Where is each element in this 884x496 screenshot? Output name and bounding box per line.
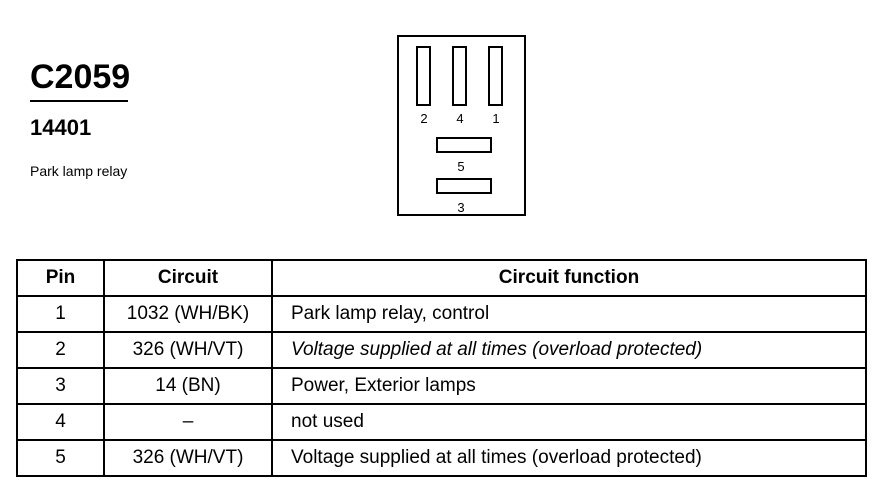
table-row: 4 – not used	[16, 403, 867, 441]
table-row: 3 14 (BN) Power, Exterior lamps	[16, 367, 867, 405]
table-row: 1 1032 (WH/BK) Park lamp relay, control	[16, 295, 867, 333]
column-header-circuit: Circuit	[103, 259, 273, 297]
pin-cell: 4	[16, 403, 105, 441]
function-cell: Voltage supplied at all times (overload …	[271, 439, 867, 477]
terminal-3	[436, 178, 492, 194]
column-header-function: Circuit function	[271, 259, 867, 297]
pin-cell: 2	[16, 331, 105, 369]
terminal-4	[452, 46, 467, 106]
function-cell: Power, Exterior lamps	[271, 367, 867, 405]
circuit-cell: –	[103, 403, 273, 441]
terminal-label-5: 5	[457, 159, 465, 174]
pin-cell: 1	[16, 295, 105, 333]
connector-id: C2059	[30, 58, 131, 96]
connector-id-underline	[30, 100, 128, 102]
terminal-1	[488, 46, 503, 106]
table-row: 2 326 (WH/VT) Voltage supplied at all ti…	[16, 331, 867, 369]
terminal-label-1: 1	[492, 111, 500, 126]
circuit-cell: 1032 (WH/BK)	[103, 295, 273, 333]
table-row: 5 326 (WH/VT) Voltage supplied at all ti…	[16, 439, 867, 477]
function-cell: Voltage supplied at all times (overload …	[271, 331, 867, 369]
connector-face-diagram: 2 4 1 5 3	[397, 35, 526, 216]
terminal-2	[416, 46, 431, 106]
circuit-cell: 14 (BN)	[103, 367, 273, 405]
column-header-pin: Pin	[16, 259, 105, 297]
terminal-label-2: 2	[420, 111, 428, 126]
terminal-label-4: 4	[456, 111, 464, 126]
pinout-table: Pin Circuit Circuit function 1 1032 (WH/…	[16, 259, 867, 477]
circuit-cell: 326 (WH/VT)	[103, 331, 273, 369]
pin-cell: 3	[16, 367, 105, 405]
terminal-5	[436, 137, 492, 153]
connector-description: Park lamp relay	[30, 163, 128, 179]
terminal-label-3: 3	[457, 200, 465, 215]
table-header-row: Pin Circuit Circuit function	[16, 259, 867, 297]
function-cell: Park lamp relay, control	[271, 295, 867, 333]
circuit-cell: 326 (WH/VT)	[103, 439, 273, 477]
function-cell: not used	[271, 403, 867, 441]
part-number: 14401	[30, 115, 92, 140]
pin-cell: 5	[16, 439, 105, 477]
